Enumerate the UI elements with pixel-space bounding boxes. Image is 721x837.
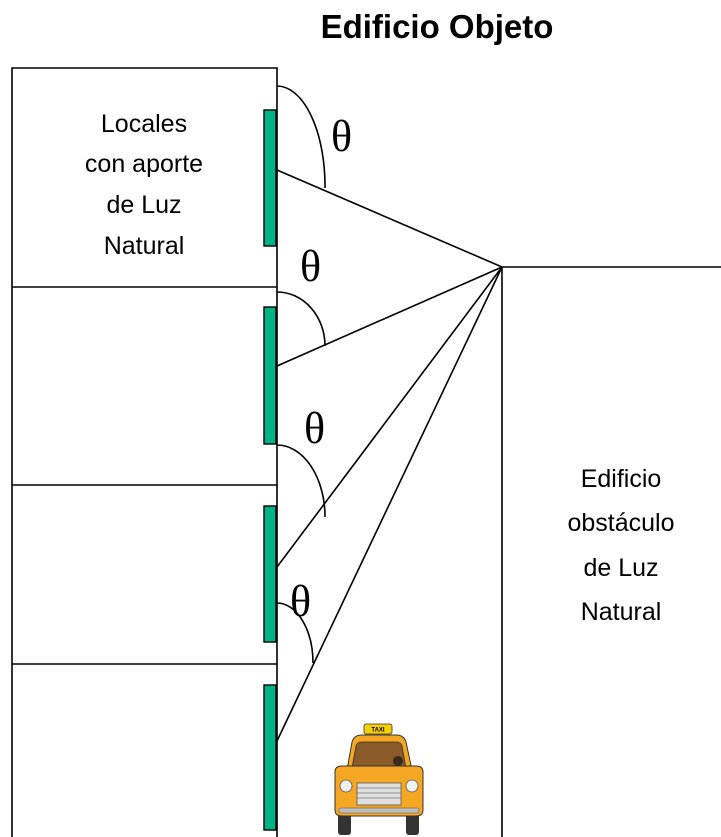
angle-label: θ (331, 112, 352, 161)
sight-lines (276, 169, 503, 742)
window (263, 109, 277, 247)
angle-arc (276, 444, 326, 518)
rooms-label-line: de Luz (106, 191, 181, 219)
angle-label: θ (300, 242, 321, 291)
obstacle-label-line: Natural (581, 598, 662, 626)
target-building-outline (11, 67, 278, 837)
sight-line (276, 266, 503, 742)
angle-arc (276, 291, 326, 347)
obstacle-building-outline (501, 266, 721, 837)
target-building (11, 67, 278, 837)
rooms-label: Locales con aporte de Luz Natural (85, 110, 203, 260)
window (263, 684, 277, 831)
angle-label: θ (290, 577, 311, 626)
rooms-label-line: Natural (104, 232, 185, 260)
angle-label: θ (304, 404, 325, 453)
sight-line (276, 266, 503, 568)
angle-arc (276, 602, 314, 664)
taxi-icon: TAXI (334, 723, 424, 835)
taxi-sign-label: TAXI (371, 728, 385, 734)
sight-line (276, 169, 503, 268)
angle-arcs (276, 85, 326, 664)
obstacle-building (501, 266, 721, 837)
window (263, 505, 277, 643)
window (263, 306, 277, 445)
rooms-label-line: con aporte (85, 150, 203, 178)
obstacle-label-line: obstáculo (567, 509, 674, 537)
page-title: Edificio Objeto (321, 8, 554, 45)
sight-line (276, 266, 503, 367)
angle-arc (276, 85, 326, 189)
obstacle-label: Edificio obstáculo de Luz Natural (567, 465, 674, 626)
rooms-label-line: Locales (101, 110, 187, 138)
obstacle-label-line: de Luz (583, 554, 658, 582)
windows (263, 109, 277, 831)
obstacle-label-line: Edificio (581, 465, 662, 493)
